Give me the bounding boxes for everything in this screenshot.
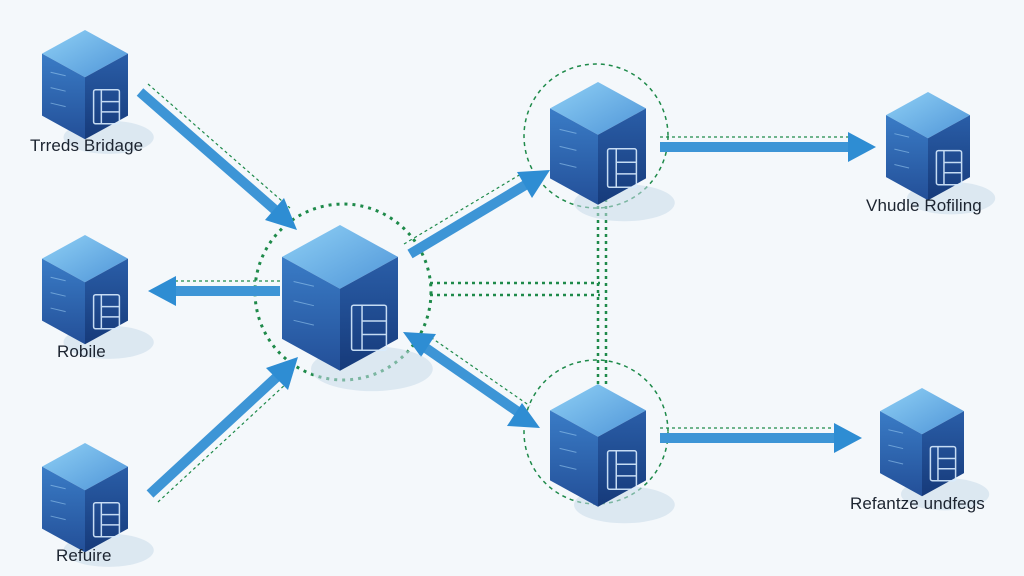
arrow-hub-to-upper-node <box>403 170 550 259</box>
circuit-board-icon <box>935 149 963 186</box>
document-chart-icon <box>929 445 957 482</box>
arrow-refuire-to-hub <box>146 357 298 503</box>
cube-face-pattern <box>894 133 910 169</box>
cube-face-pattern <box>559 128 577 168</box>
monitor-icon <box>92 501 121 538</box>
arrow-hub-to-robile <box>148 276 280 306</box>
cube-face-pattern <box>50 276 66 313</box>
server-rack-icon <box>92 88 121 125</box>
cube-face-pattern <box>50 71 66 108</box>
arrows <box>136 83 876 503</box>
cube-trreds-bridage[interactable] <box>42 30 154 154</box>
document-window-icon <box>350 304 388 352</box>
arrow-lower-node-hub <box>403 332 540 428</box>
cube-face-pattern <box>293 281 315 326</box>
cube-refantze-undfegs[interactable] <box>880 388 990 511</box>
label-refuire: Refuire <box>56 546 112 565</box>
cube-hub[interactable] <box>282 225 433 392</box>
robot-icon <box>92 293 121 330</box>
bug-icon <box>606 148 638 189</box>
label-robile: Robile <box>57 342 106 361</box>
cube-face-pattern <box>559 430 577 470</box>
cubes-layer <box>42 30 996 567</box>
circuit-icon <box>606 450 638 491</box>
cube-face-pattern <box>50 484 66 521</box>
dotted-links <box>430 185 608 385</box>
cube-robile[interactable] <box>42 235 154 359</box>
arrow-bridage-to-hub <box>136 83 297 230</box>
cube-upper-node[interactable] <box>550 82 675 222</box>
cube-lower-node[interactable] <box>550 384 675 524</box>
cube-face-pattern <box>888 429 904 465</box>
label-refantze-undfegs: Refantze undfegs <box>850 494 985 513</box>
cube-vhudle-rofiling[interactable] <box>886 92 996 215</box>
cube-refuire[interactable] <box>42 443 154 567</box>
arrow-upper-to-vhudle <box>660 132 876 162</box>
arrow-lower-to-refantze <box>660 423 862 453</box>
label-vhudle-rofiling: Vhudle Rofiling <box>866 196 982 215</box>
label-trreds-bridage: Trreds Bridage <box>30 136 144 155</box>
